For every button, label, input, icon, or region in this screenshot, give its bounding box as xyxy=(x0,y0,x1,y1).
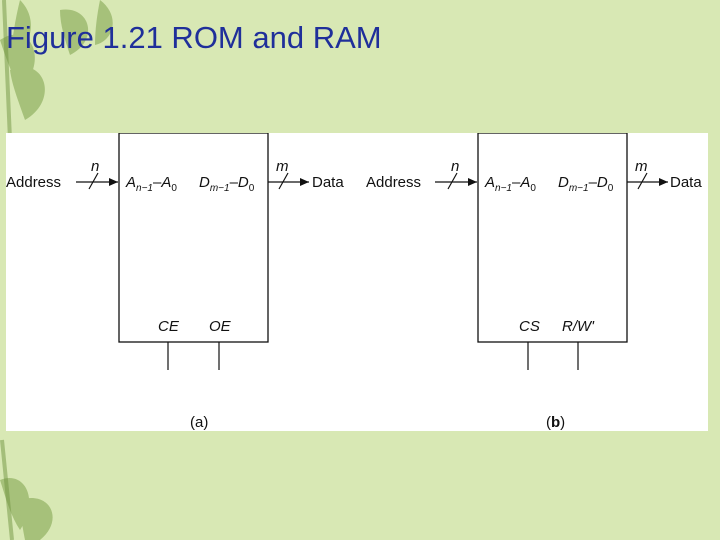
address-label: Address xyxy=(366,174,421,191)
address-width: n xyxy=(451,158,459,175)
rw-label: R/W' xyxy=(562,318,595,335)
data-bus-slash xyxy=(278,172,289,190)
rom-block xyxy=(118,133,269,343)
address-label: Address xyxy=(6,174,61,191)
address-pins: An−1–A0 xyxy=(484,174,536,194)
slide-title: Figure 1.21 ROM and RAM xyxy=(6,20,382,55)
panel-a: Address n An−1–A0 Dm−1–D0 m Data CE OE (… xyxy=(6,133,344,431)
address-arrow xyxy=(109,178,118,186)
data-label: Data xyxy=(312,174,344,191)
data-arrow xyxy=(300,178,309,186)
address-bus-slash xyxy=(447,172,458,190)
panel-b: Address n An−1–A0 Dm−1–D0 m Data CS R/W'… xyxy=(366,133,702,431)
ce-label: CE xyxy=(158,318,180,335)
address-width: n xyxy=(91,158,99,175)
data-width: m xyxy=(635,158,648,175)
figure-svg: Address n An−1–A0 Dm−1–D0 m Data CE OE (… xyxy=(6,133,702,431)
data-width: m xyxy=(276,158,289,175)
cs-label: CS xyxy=(519,318,540,335)
data-label: Data xyxy=(670,174,702,191)
address-bus-slash xyxy=(88,172,99,190)
data-pins: Dm−1–D0 xyxy=(558,174,614,194)
caption-a: (a) xyxy=(190,414,208,431)
data-bus-slash xyxy=(637,172,648,190)
ram-block xyxy=(477,133,628,343)
address-pins: An−1–A0 xyxy=(125,174,177,194)
rom-ram-figure: Address n An−1–A0 Dm−1–D0 m Data CE OE (… xyxy=(6,133,708,431)
caption-b: (b) xyxy=(546,414,565,431)
address-arrow xyxy=(468,178,477,186)
data-arrow xyxy=(659,178,668,186)
oe-label: OE xyxy=(209,318,232,335)
data-pins: Dm−1–D0 xyxy=(199,174,255,194)
